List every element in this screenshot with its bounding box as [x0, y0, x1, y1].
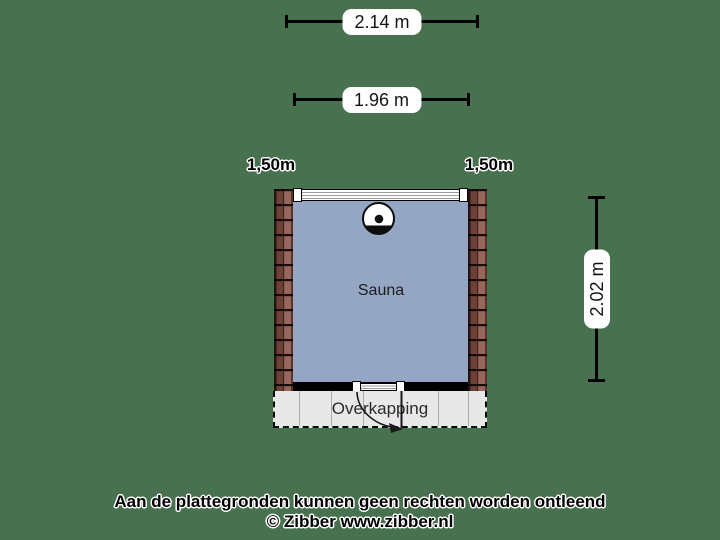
sauna-room-label: Sauna: [357, 282, 405, 299]
top-window: [293, 189, 468, 201]
wall-height-label-left: 1,50m: [246, 155, 296, 174]
dimension-inner-width: 1.96 m: [293, 86, 470, 113]
right-tile-wall: [468, 189, 487, 391]
overkapping-divider: [331, 391, 332, 426]
left-tile-wall: [274, 189, 293, 391]
credit-text: © Zibber www.zibber.nl: [266, 512, 454, 531]
overkapping-area: [273, 391, 487, 428]
overkapping-divider: [299, 391, 300, 426]
overkapping-label: Overkapping: [331, 399, 429, 418]
dimension-tick: [588, 379, 605, 382]
door-panel: [360, 383, 397, 391]
dimension-inner-width-label: 1.96 m: [341, 86, 422, 113]
overkapping-divider: [363, 391, 364, 426]
dimension-tick: [467, 93, 470, 106]
dimension-outer-width-label: 2.14 m: [342, 8, 422, 35]
overkapping-divider: [438, 391, 439, 426]
dimension-tick: [293, 93, 296, 106]
door-swing-icon: [356, 391, 403, 433]
dimension-outer-width: 2.14 m: [285, 8, 479, 35]
dimension-tick: [588, 196, 605, 199]
disclaimer-text: Aan de plattegronden kunnen geen rechten…: [114, 492, 606, 511]
wall-height-label-right: 1,50m: [464, 155, 514, 174]
dimension-right-height: 2.02 m: [583, 196, 610, 382]
overkapping-divider: [468, 391, 469, 426]
dimension-tick: [476, 15, 479, 28]
window-post-left: [293, 188, 302, 202]
dimension-right-height-label: 2.02 m: [583, 249, 610, 329]
window-post-right: [459, 188, 468, 202]
sauna-stove-icon: [362, 202, 395, 235]
dimension-tick: [285, 15, 288, 28]
